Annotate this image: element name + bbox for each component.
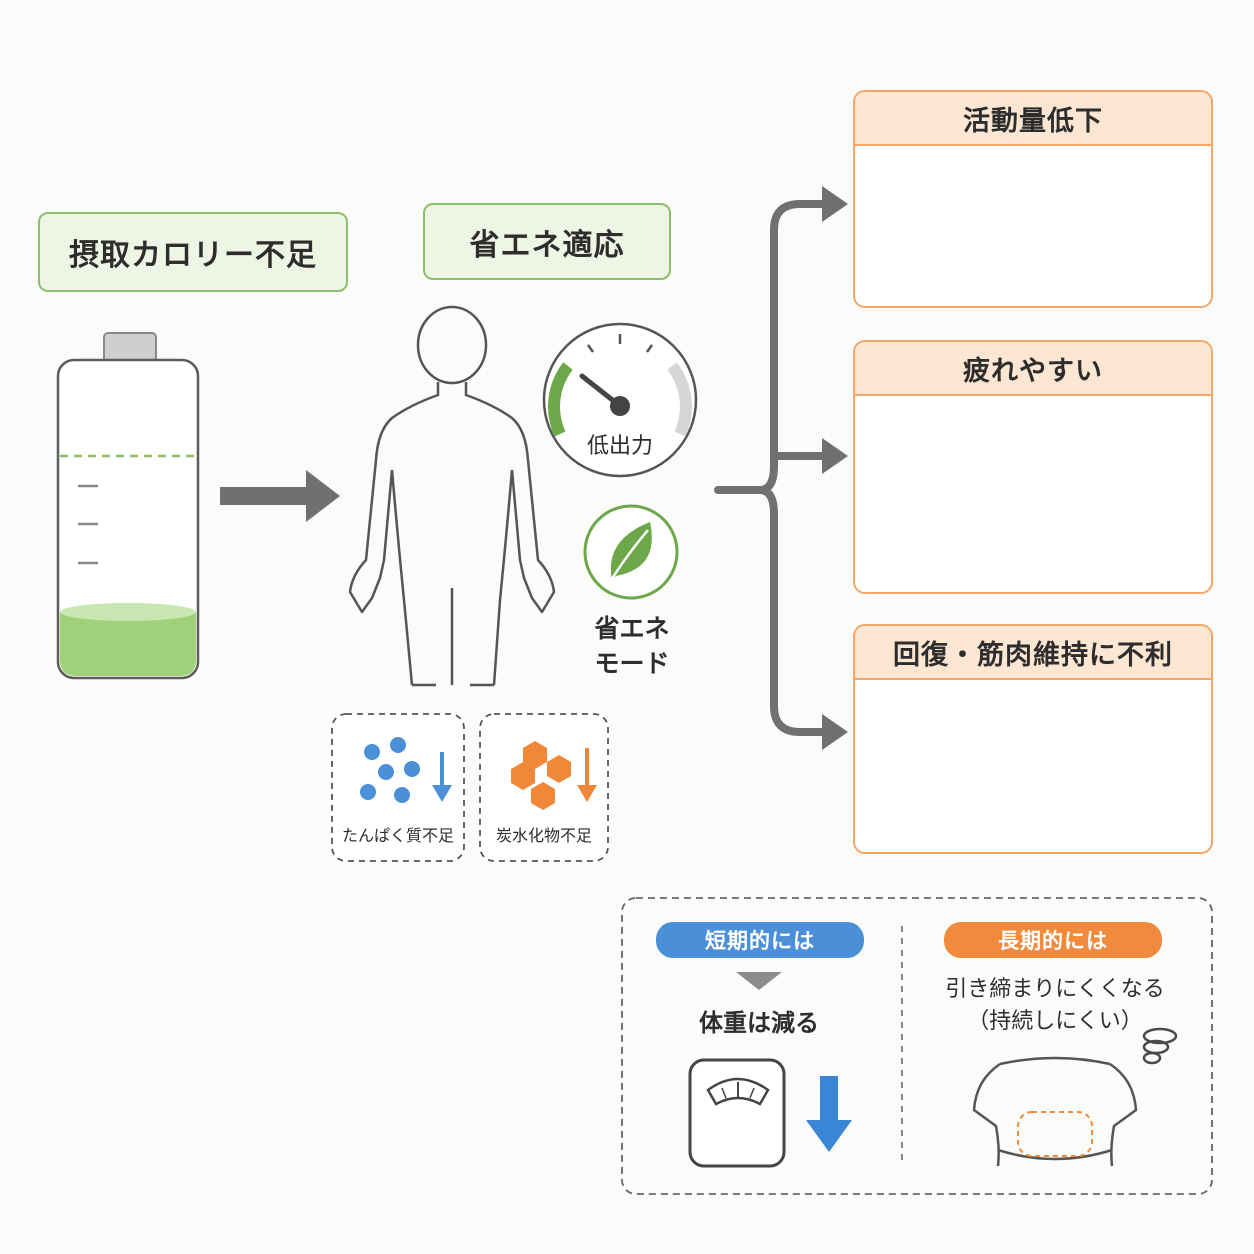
intake-label: 摂取カロリー不足: [38, 212, 348, 292]
effect-card-title: 疲れやすい: [855, 342, 1211, 396]
branch-connector: [714, 200, 830, 736]
low-output-gauge-icon: [542, 322, 698, 478]
short-term-text: 体重は減る: [699, 1008, 819, 1037]
gauge-label: 低出力: [586, 434, 653, 459]
long-term-badge: 長期的には: [944, 922, 1162, 958]
eco-leaf-icon: [583, 504, 679, 600]
carb-deficit-label: 炭水化物不足: [495, 826, 592, 845]
flow-arrow-icon: [220, 470, 340, 522]
eco-mode-label-line1: 省エネ: [594, 614, 670, 643]
effect-card-activity: 活動量低下: [853, 90, 1213, 308]
adaptation-label: 省エネ適応: [423, 203, 671, 280]
dizzy-swirl-icon-small: [1142, 1027, 1178, 1065]
bathroom-scale-icon: [688, 1058, 786, 1168]
effect-card-title: 活動量低下: [855, 92, 1211, 146]
torso-outline-icon: [972, 1056, 1138, 1167]
protein-deficit-label: たんぱく質不足: [341, 826, 454, 845]
short-term-badge: 短期的には: [656, 922, 864, 958]
outcome-panel: [621, 897, 1213, 1195]
effect-card-title: 回復・筋肉維持に不利: [855, 626, 1211, 680]
protein-dots-icon: [360, 737, 452, 803]
eco-mode-label-line2: モード: [594, 649, 670, 678]
effect-card-recovery: 回復・筋肉維持に不利: [853, 624, 1213, 854]
weight-down-arrow-icon: [806, 1076, 852, 1152]
human-outline-icon: [348, 305, 556, 687]
down-triangle-icon: [736, 972, 782, 990]
long-term-text-line1: 引き締まりにくくなる: [945, 977, 1165, 1002]
long-term-text-line2: （持続しにくい）: [967, 1009, 1143, 1034]
carb-hexagon-icon: [511, 741, 597, 810]
battery-icon: [56, 332, 200, 680]
effect-card-fatigue: 疲れやすい: [853, 340, 1213, 594]
